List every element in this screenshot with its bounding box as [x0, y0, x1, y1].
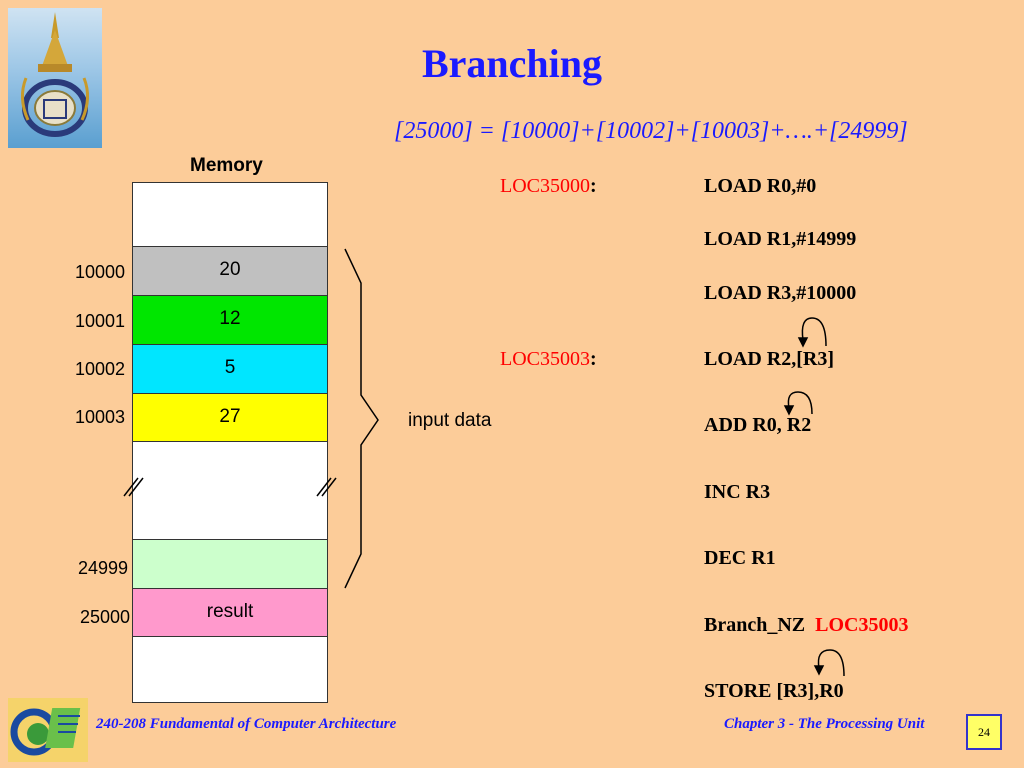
memory-value: 12 [219, 308, 241, 329]
memory-cell-10002: 5 [132, 344, 328, 394]
memory-heading: Memory [190, 155, 263, 176]
input-data-label: input data [408, 410, 492, 431]
input-data-brace [344, 248, 379, 589]
university-emblem-logo [8, 8, 102, 148]
address-label-10001: 10001 [74, 311, 125, 331]
instruction-dec: DEC R1 [704, 547, 776, 569]
address-label-24999: 24999 [77, 558, 128, 578]
memory-cell-bottom-blank [132, 636, 328, 703]
instruction-load-r1: LOAD R1,#14999 [704, 228, 857, 250]
memory-value: 20 [219, 259, 241, 280]
address-label-25000: 25000 [79, 607, 130, 627]
memory-value: result [206, 601, 254, 622]
memory-value: 27 [219, 406, 241, 427]
emblem-icon [21, 12, 89, 137]
address-label-10002: 10002 [74, 359, 125, 379]
page-number: 24 [978, 725, 990, 739]
address-label-10003: 10003 [74, 407, 125, 427]
instruction-store: STORE [R3],R0 [704, 680, 844, 702]
memory-cell-10000: 20 [132, 246, 328, 296]
instruction-load-r3: LOAD R3,#10000 [704, 282, 857, 304]
faculty-logo [8, 698, 88, 762]
instruction-branch: Branch_NZ LOC35003 [704, 614, 908, 637]
code-label-loc35000: LOC35000: [500, 175, 597, 197]
globe-logo-icon [8, 698, 88, 762]
summation-formula: [25000] = [10000]+[10002]+[10003]+….+[24… [394, 118, 908, 144]
instruction-load-r0: LOAD R0,#0 [704, 175, 817, 197]
instruction-load-r2: LOAD R2,[R3] [704, 348, 834, 370]
branch-opcode: Branch_NZ [704, 614, 806, 636]
memory-gap-break-marks [123, 477, 337, 497]
footer-course-title: 240-208 Fundamental of Computer Architec… [96, 716, 397, 732]
loop-arrow-icon [797, 317, 827, 348]
instruction-add: ADD R0, R2 [704, 414, 812, 436]
page-number-badge: 24 [966, 714, 1002, 750]
memory-cell-10001: 12 [132, 295, 328, 345]
address-label-10000: 10000 [74, 262, 125, 282]
loop-arrow-icon [783, 391, 813, 416]
footer-chapter-title: Chapter 3 - The Processing Unit [724, 716, 925, 732]
memory-value: 5 [224, 357, 236, 378]
loop-arrow-icon [813, 649, 845, 677]
label-name: LOC35000 [500, 175, 590, 197]
instruction-inc: INC R3 [704, 481, 771, 503]
memory-cell-gap [132, 441, 328, 540]
slide-title: Branching [421, 41, 603, 86]
label-name: LOC35003 [500, 348, 590, 370]
code-label-loc35003: LOC35003: [500, 348, 597, 370]
branch-target: LOC35003 [815, 614, 909, 636]
memory-cell-25000: result [132, 588, 328, 637]
